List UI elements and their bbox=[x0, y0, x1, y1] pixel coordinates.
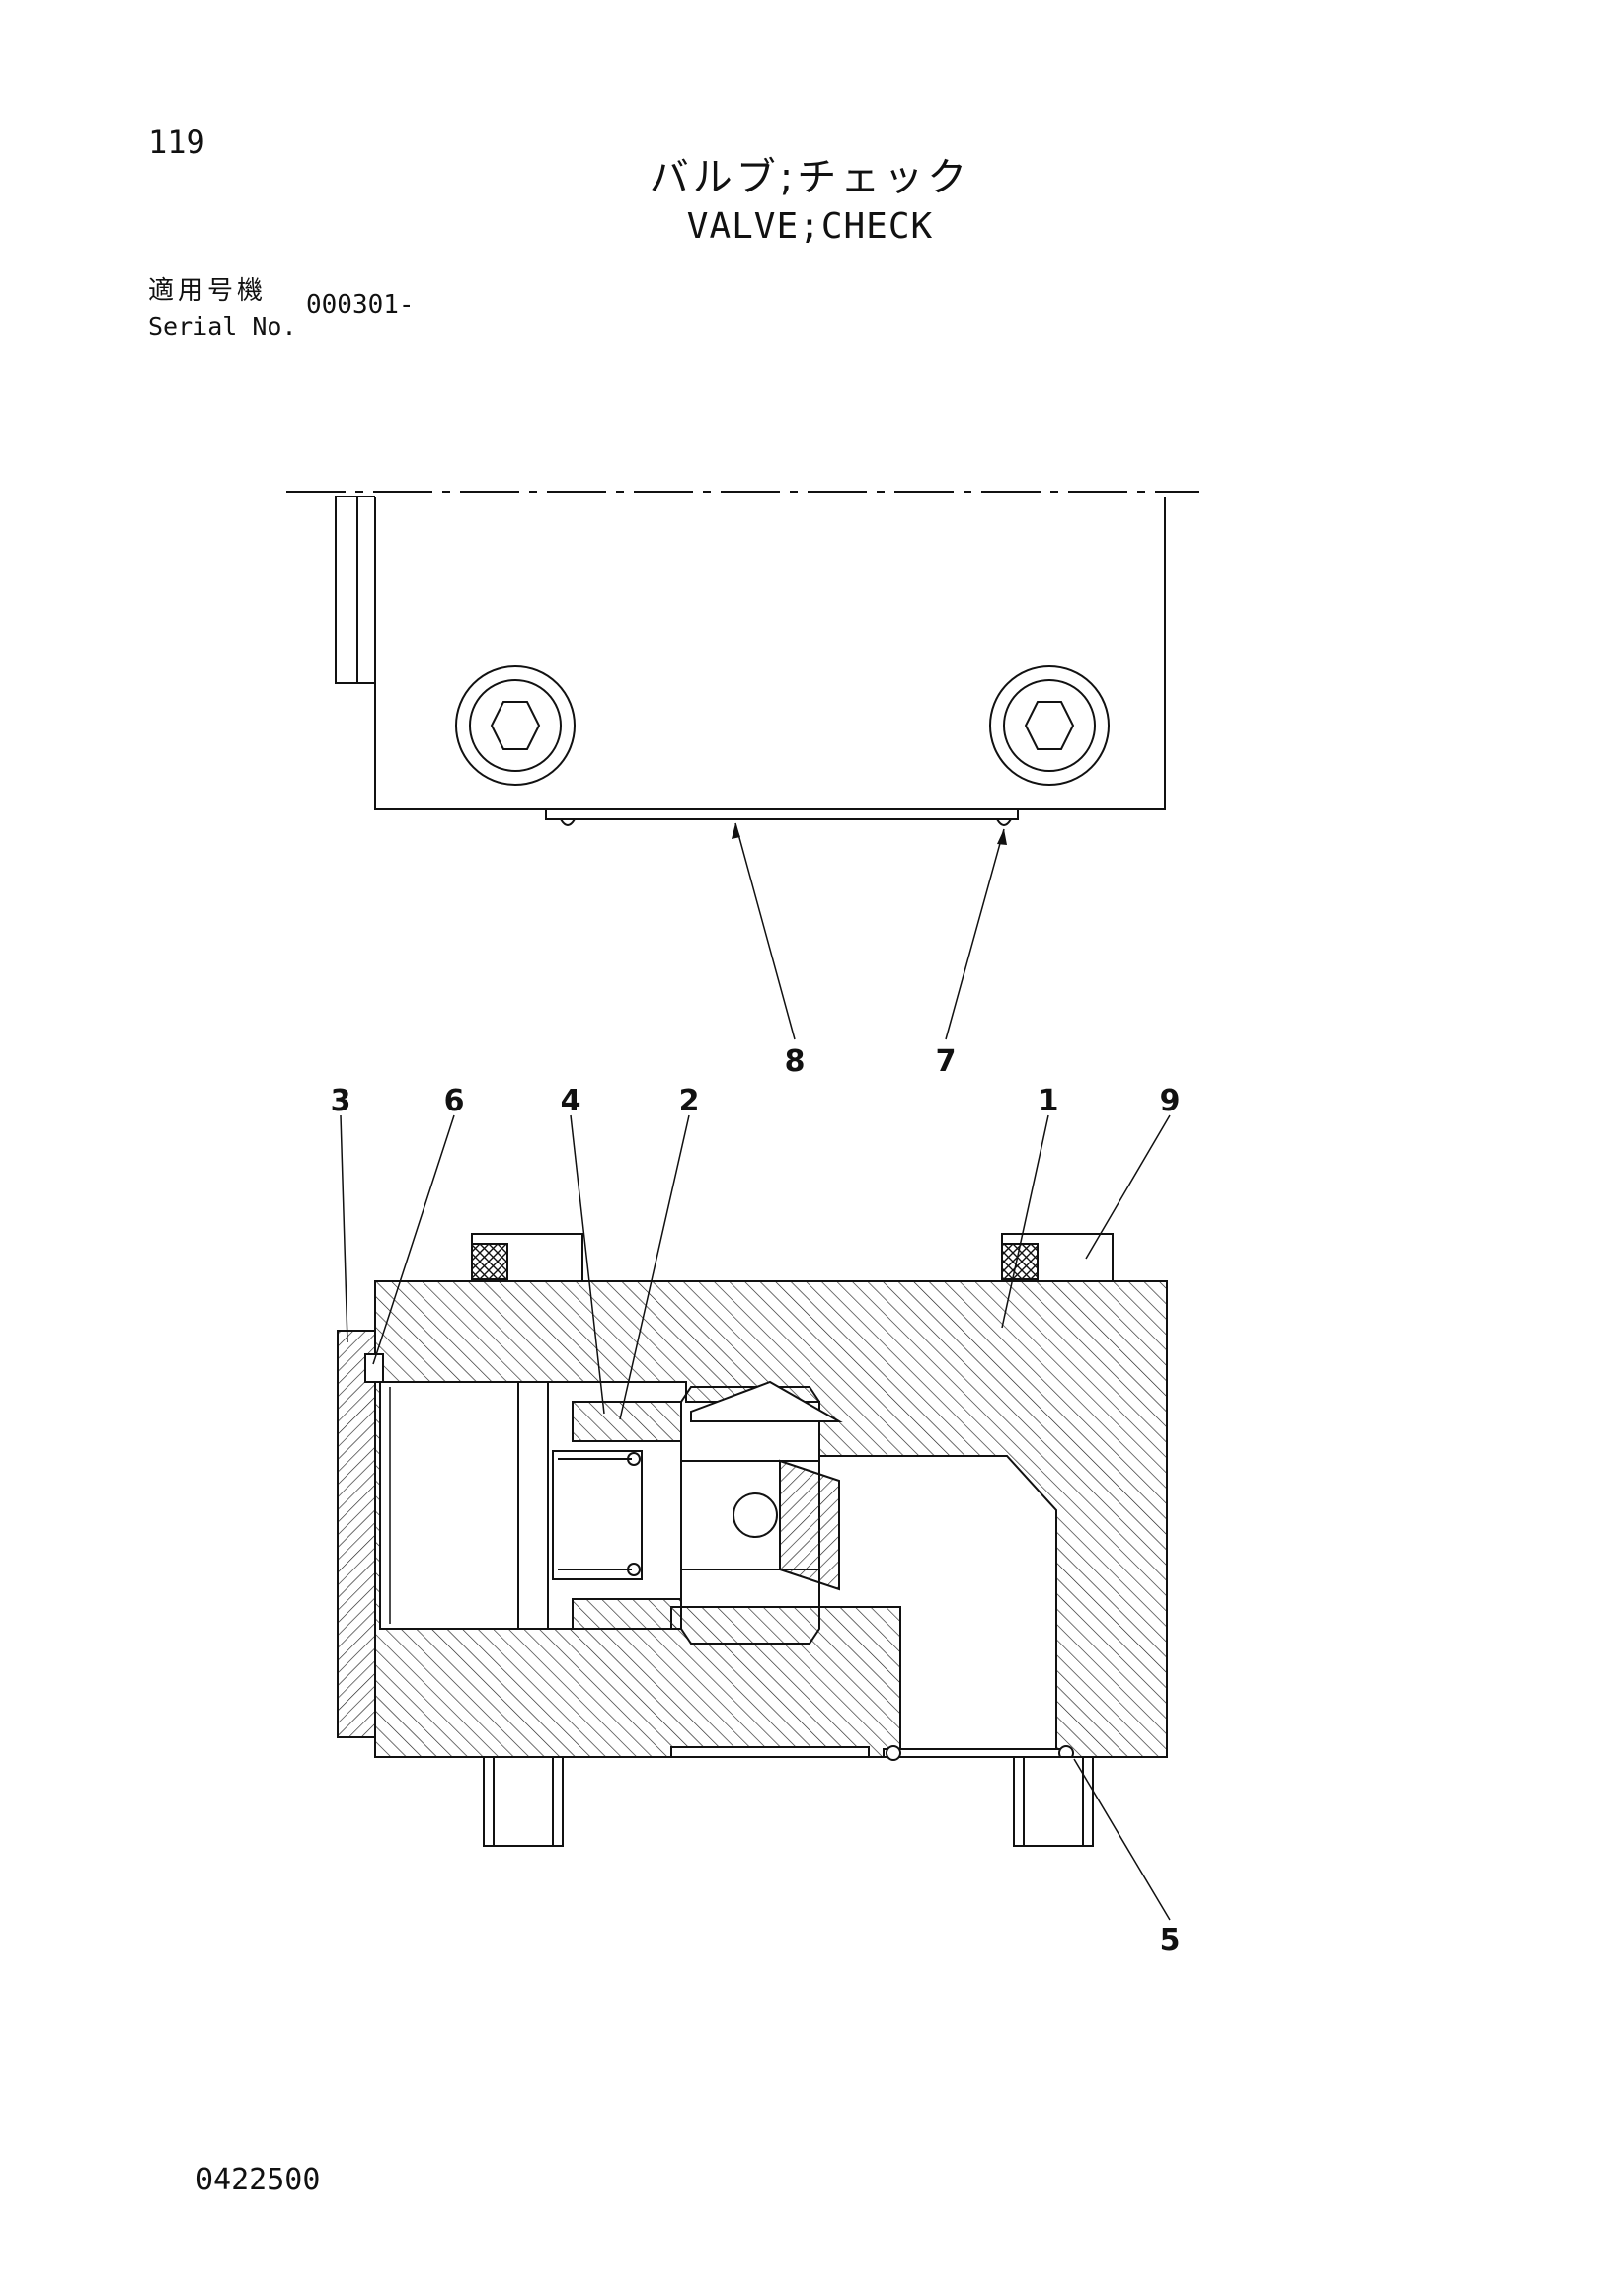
callout-3: 3 bbox=[331, 1084, 351, 1118]
top-view bbox=[286, 491, 1199, 1040]
serial-label-japanese: 適用号機 bbox=[148, 276, 268, 306]
callout-7: 7 bbox=[936, 1044, 957, 1079]
spring bbox=[517, 1381, 643, 1630]
spring-retainer bbox=[572, 1401, 682, 1630]
leader-lines bbox=[340, 1114, 1171, 1921]
title-japanese: バルブ;チェック bbox=[649, 155, 971, 200]
bottom-stud-right bbox=[1013, 1756, 1094, 1847]
end-cover bbox=[337, 1330, 376, 1738]
side-cover-outline bbox=[335, 496, 375, 684]
callout-6: 6 bbox=[444, 1084, 465, 1118]
poppet bbox=[680, 1380, 843, 1645]
serial-number-value: 000301- bbox=[306, 290, 415, 320]
callout-8: 8 bbox=[785, 1044, 806, 1079]
document-code: 0422500 bbox=[195, 2163, 321, 2197]
callout-5: 5 bbox=[1160, 1923, 1181, 1957]
callout-4: 4 bbox=[561, 1084, 581, 1118]
page-number: 119 bbox=[148, 123, 205, 161]
leader-8 bbox=[734, 822, 796, 1040]
callout-2: 2 bbox=[679, 1084, 700, 1118]
serial-label-english: Serial No. bbox=[148, 312, 297, 341]
callout-9: 9 bbox=[1160, 1084, 1181, 1118]
leader-7 bbox=[945, 828, 1005, 1040]
valve-body-outline bbox=[374, 497, 1166, 810]
callout-1: 1 bbox=[1039, 1084, 1059, 1118]
bottom-plate bbox=[670, 1746, 870, 1758]
title-english: VALVE;CHECK bbox=[686, 206, 934, 247]
o-ring-left bbox=[886, 1745, 901, 1761]
shim-plate bbox=[545, 808, 1019, 820]
port-plug-left bbox=[455, 665, 576, 786]
top-bolt-left bbox=[471, 1233, 583, 1282]
bottom-stud-left bbox=[483, 1756, 564, 1847]
section-view bbox=[337, 1114, 1171, 1921]
port-plug-right bbox=[989, 665, 1110, 786]
seal-ring bbox=[364, 1353, 384, 1383]
